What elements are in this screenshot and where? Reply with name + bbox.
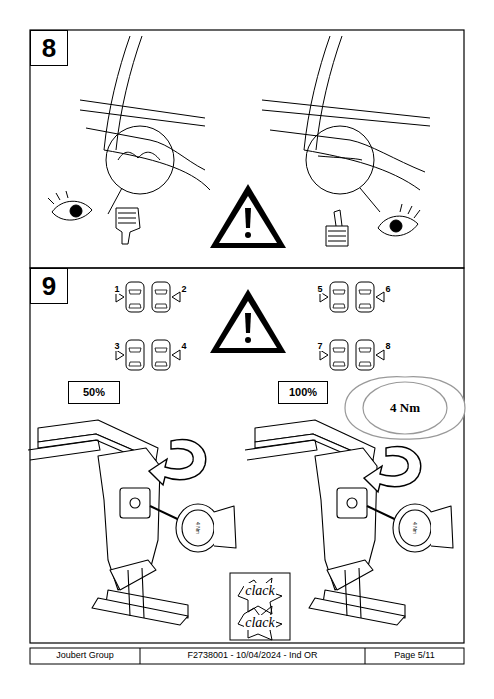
torque-value: 4 Nm <box>195 522 201 534</box>
step-number-box: 9 <box>30 268 68 304</box>
node-text: F2738001 - 10/04/2024 - Ind OR <box>187 651 317 661</box>
node-text: 9 <box>42 272 56 301</box>
callout-number: 5 <box>317 284 322 294</box>
clack-box: clack clack <box>231 574 289 639</box>
callout-number: 7 <box>317 341 322 351</box>
percent-box: 100% <box>278 381 328 404</box>
node-text: Page 5/11 <box>394 651 434 661</box>
node-text: 8 <box>42 34 56 63</box>
node-text: Joubert Group <box>56 651 114 661</box>
footer-cell: Page 5/11 <box>366 649 463 663</box>
node-text: 100% <box>289 386 317 398</box>
callout-number: 1 <box>114 284 119 294</box>
footer-cell: Joubert Group <box>31 649 139 663</box>
callout-number: 4 <box>181 341 186 351</box>
sound-word: clack <box>244 615 276 630</box>
step-number-box: 8 <box>30 30 68 66</box>
percent-box: 50% <box>68 381 120 404</box>
footer-cell: F2738001 - 10/04/2024 - Ind OR <box>141 649 364 663</box>
callout-number: 8 <box>385 341 390 351</box>
callout-number: 2 <box>181 284 186 294</box>
callout-number: 6 <box>385 284 390 294</box>
torque-value: 4 Nm <box>390 400 420 416</box>
callout-number: 3 <box>114 341 119 351</box>
sound-word: clack <box>244 583 276 598</box>
torque-value: 4 Nm <box>412 522 418 534</box>
node-text: 50% <box>83 386 105 398</box>
